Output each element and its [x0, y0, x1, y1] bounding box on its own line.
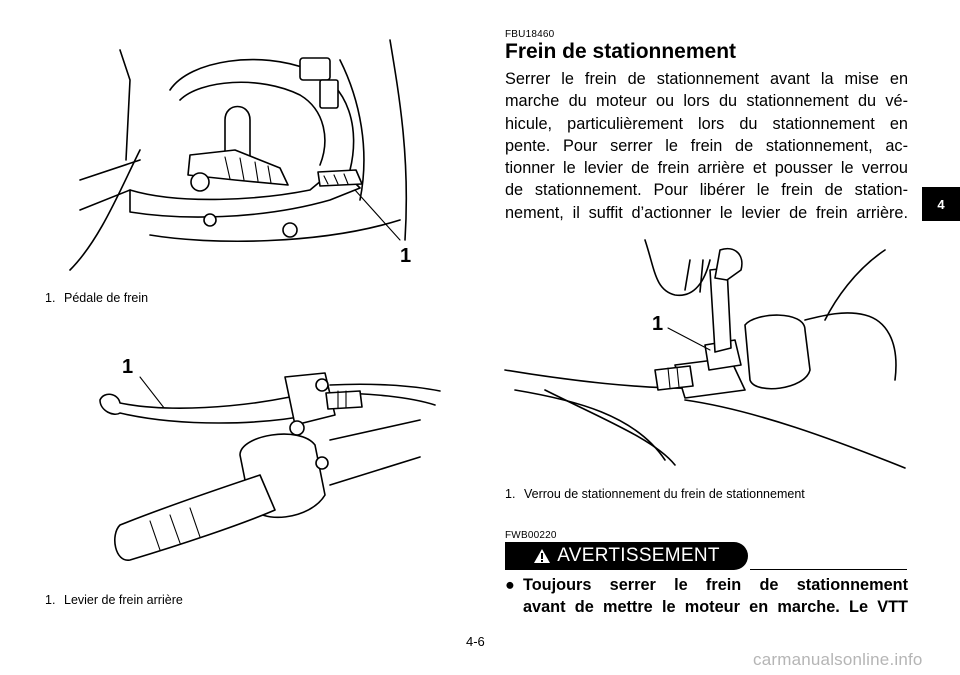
engine-right-edge: [339, 59, 365, 201]
frame-right: [389, 39, 408, 241]
caption-text: Levier de frein arrière: [64, 593, 183, 607]
body-line: tionner le levier de frein arrière et po…: [505, 159, 908, 178]
section-tab: 4: [922, 187, 960, 221]
caption-text: Verrou de stationnement du frein de stat…: [524, 487, 805, 501]
pedal-bracket: [224, 105, 251, 166]
engine-cover-inner: [179, 81, 326, 166]
warning-bullet-glyph: ●: [505, 576, 515, 594]
adjuster-rings: [337, 390, 347, 409]
switch-housing: [744, 314, 811, 390]
parking-lock-illustration: 1: [504, 239, 906, 469]
caption-text: Pédale de frein: [64, 291, 149, 305]
handlebar: [329, 419, 421, 486]
hand-fingers: [644, 239, 711, 296]
cable-adjuster: [654, 365, 694, 391]
frame-bolt-2: [282, 222, 298, 238]
section-body: Serrer le frein de stationnement avant l…: [505, 68, 908, 224]
body-line: pente. Pour serrer le frein de stationne…: [505, 136, 908, 155]
body-line: Serrer le frein de stationnement avant l…: [505, 70, 908, 88]
warning-label: AVERTISSEMENT: [557, 545, 720, 566]
section-title: Frein de stationnement: [505, 40, 737, 63]
skid-plate: [149, 219, 401, 243]
handlebar-grip: [114, 474, 276, 561]
figure-caption: 1. Verrou de stationnement du frein de st…: [505, 487, 805, 501]
warning-banner: AVERTISSEMENT: [505, 542, 748, 570]
engine-boss: [299, 57, 331, 81]
callout-leader: [667, 327, 711, 351]
caption-number: 1.: [45, 593, 56, 607]
hand-knuckles: [684, 259, 704, 293]
body-line: hicule, particulièrement lors du station…: [505, 114, 908, 133]
lower-cable-2: [544, 389, 676, 466]
figure-caption: 1. Pédale de frein: [45, 291, 148, 305]
figure-caption: 1. Levier de frein arrière: [45, 593, 183, 607]
callout-number: 1: [652, 313, 663, 335]
frame-tube: [119, 49, 131, 161]
footrest-teeth: [224, 156, 272, 184]
brake-lever-illustration: 1: [99, 356, 441, 561]
grip-ribs: [149, 507, 201, 551]
right-wrist: [824, 249, 886, 321]
brake-pedal-tip: [317, 169, 363, 187]
page-number: 4-6: [466, 634, 485, 649]
lower-cable: [514, 389, 666, 461]
warning-line: Toujours serrer le frein de stationnemen…: [523, 576, 908, 594]
callout-leader: [354, 189, 401, 241]
pivot-bolt: [289, 420, 305, 436]
housing-screw: [315, 456, 329, 470]
pedal-tip-teeth: [323, 173, 349, 185]
caption-number: 1.: [505, 487, 516, 501]
brake-pedal-arm: [129, 177, 361, 218]
callout-number: 1: [122, 356, 133, 378]
frame-line: [69, 149, 141, 271]
body-line: nement, il suffit d’actionner le levier …: [505, 203, 908, 222]
footrest: [187, 149, 289, 186]
warning-rule: [750, 569, 907, 570]
section-code: FBU18460: [505, 29, 555, 40]
warning-triangle-icon: [534, 549, 551, 563]
brake-pedal-illustration: 1: [69, 39, 411, 271]
warning-bullet: Toujours serrer le frein de stationnemen…: [523, 574, 908, 618]
lower-frame: [79, 159, 141, 211]
brake-cable: [329, 383, 441, 392]
adjuster-rings: [667, 366, 680, 389]
pivot-bolt: [190, 172, 210, 192]
engine-boss-2: [319, 79, 339, 109]
warning-line: avant de mettre le moteur en marche. Le …: [523, 598, 908, 616]
finger-pressing: [709, 267, 732, 353]
frame-bolt: [203, 213, 217, 227]
lower-cable-3: [684, 399, 906, 469]
cable-adjuster: [325, 390, 363, 410]
finger-tip: [714, 248, 743, 281]
callout-number: 1: [400, 245, 411, 267]
watermark-text: carmanualsonline.info: [753, 650, 923, 669]
body-line: de stationnement. Pour libérer le frein …: [505, 181, 908, 200]
right-hand: [804, 312, 897, 381]
callout-leader: [139, 376, 169, 414]
adjuster-bolt: [315, 378, 329, 392]
warning-code: FWB00220: [505, 530, 557, 541]
caption-number: 1.: [45, 291, 56, 305]
brake-lever-blade: [99, 393, 311, 424]
body-line: marche du moteur ou lors du stationnemen…: [505, 92, 908, 111]
